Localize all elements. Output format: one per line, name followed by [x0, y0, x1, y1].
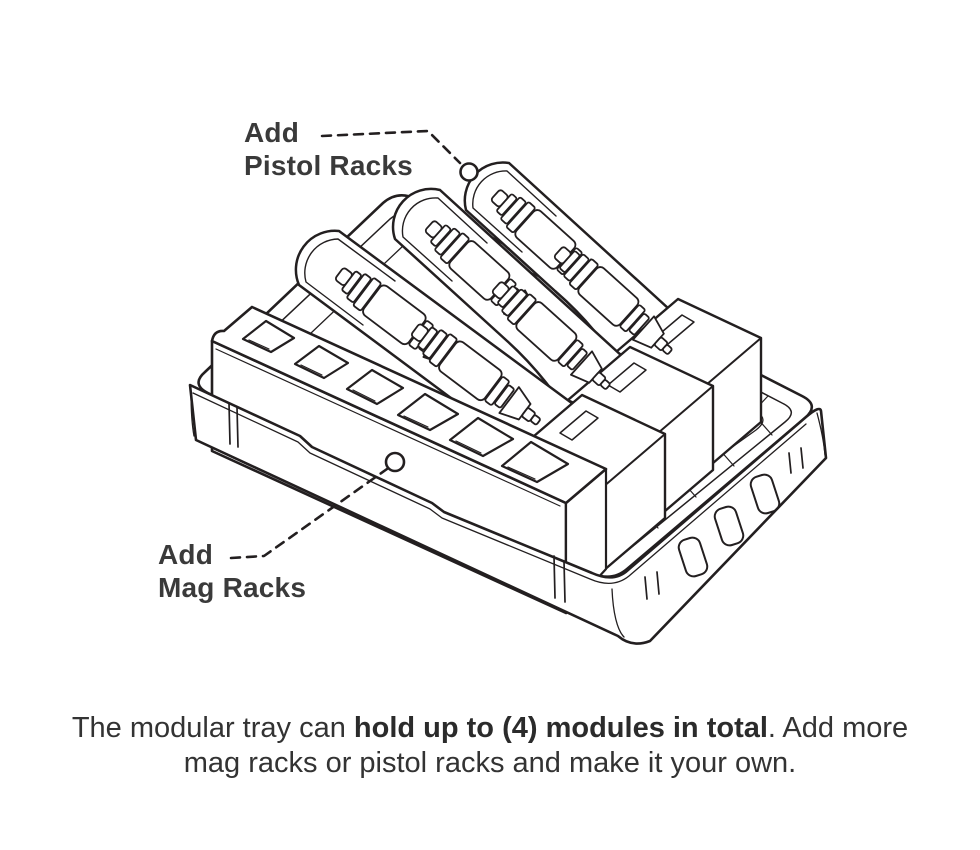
callout-pistol-racks: Add Pistol Racks [244, 116, 413, 182]
pistol-rack-2-base-notch [607, 362, 647, 393]
tray-corner-seams [190, 391, 826, 638]
callout-mag-line1: Add [158, 539, 214, 570]
leader-line-pistol [320, 129, 462, 165]
leader-line-mag [229, 467, 389, 560]
callout-leaders [229, 129, 479, 560]
tray-wall-notches [228, 402, 804, 603]
mag-rack-slot-depth-lines [248, 339, 536, 480]
caption-line1-post: . Add more [767, 712, 909, 744]
callout-pistol-line2: Pistol Racks [244, 150, 413, 181]
tray-wall [188, 383, 828, 645]
callout-mag-racks: Add Mag Racks [158, 538, 306, 604]
callout-mag-line2: Mag Racks [158, 572, 307, 603]
callout-pistol-line1: Add [244, 117, 300, 148]
pistol-rack-2-panel-inner [401, 197, 488, 282]
leader-dot-pistol [459, 162, 479, 182]
caption-line1: The modular tray can hold up to (4) modu… [0, 711, 980, 746]
pistol-rack-3-panel-inner [472, 170, 557, 253]
tray-rim-thickness-line [192, 392, 807, 584]
mag-rack-top-edge-inner [215, 348, 561, 507]
caption-line2: mag racks or pistol racks and make it yo… [183, 747, 797, 779]
tray-wall-slots [677, 473, 781, 578]
pistol-rack-1-panel-inner [304, 238, 396, 326]
tray-wall-face [188, 383, 828, 645]
leader-dot-mag [384, 451, 406, 473]
caption: The modular tray can hold up to (4) modu… [0, 711, 980, 781]
caption-line1-bold: hold up to (4) modules in total [353, 712, 768, 744]
caption-line1-pre: The modular tray can [71, 712, 354, 744]
pistol-rack-1-base-notch [559, 410, 599, 441]
